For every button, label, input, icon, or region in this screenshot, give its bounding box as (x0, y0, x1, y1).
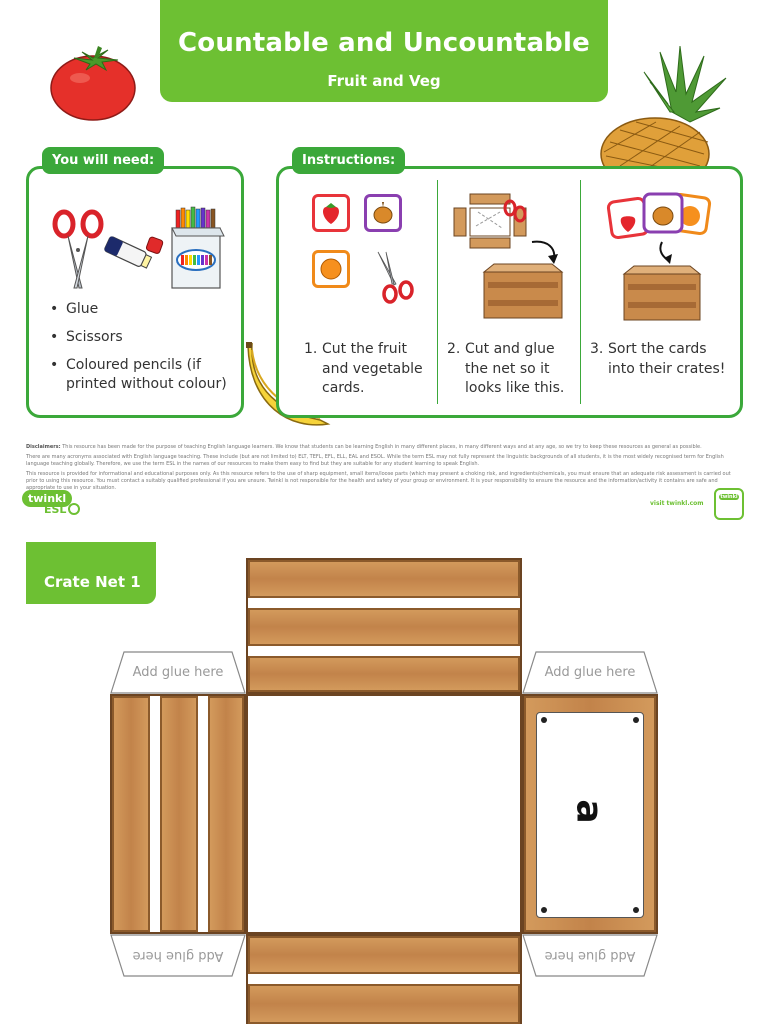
scissors-icon (377, 251, 414, 304)
wood-plank (248, 560, 520, 598)
glue-tab-shape (110, 934, 246, 977)
step-number: 3. (590, 341, 604, 357)
glue-stick-icon (104, 236, 164, 269)
crate-bottom-panel (246, 934, 522, 1024)
glue-tab-top-right: Add glue here (544, 664, 636, 680)
disclaimer-heading: Disclaimers: (26, 444, 61, 450)
wood-plank (248, 656, 520, 692)
step-text: Cut and glue the net so it looks like th… (465, 341, 565, 397)
needed-items-list: Glue Scissors Coloured pencils (if print… (50, 300, 230, 403)
onion-icon (373, 202, 393, 224)
glue-tab-bottom-left: Add glue here (132, 948, 224, 964)
you-will-need-label: You will need: (42, 147, 165, 174)
glue-tab-shape (522, 934, 658, 977)
step-number: 2. (447, 341, 461, 357)
disclaimer: Disclaimers: This resource has been made… (26, 444, 744, 492)
glue-tab-shape (110, 651, 246, 694)
disclaimer-text: This resource is provided for informatio… (26, 471, 731, 491)
strawberry-card (312, 194, 350, 232)
logo-subtext: ESL (44, 503, 67, 516)
pin-icon (633, 907, 639, 913)
coloured-pencils-icon (171, 206, 225, 289)
pin-icon (541, 907, 547, 913)
step-2: 2. Cut and glue the net so it looks like… (447, 340, 575, 399)
cards-into-crate-icon (606, 192, 712, 321)
onion-card (364, 194, 402, 232)
list-item: Glue (50, 300, 230, 319)
crate-top-panel (246, 558, 522, 694)
step-1: 1. Cut the fruit and vegetable cards. (304, 340, 432, 399)
wood-plank (248, 608, 520, 646)
visit-link[interactable]: visit twinkl.com (650, 500, 704, 507)
twinkl-esl-logo: twinkl ESL (22, 490, 82, 518)
page-title: Countable and Uncountable (178, 28, 590, 58)
crate-base-panel (246, 694, 522, 934)
strawberry-icon (323, 203, 339, 224)
wood-plank (208, 696, 244, 932)
step-text: Sort the cards into their crates! (608, 341, 726, 377)
instructions-label: Instructions: (292, 147, 406, 174)
badge-text: twinkl (719, 494, 739, 500)
logo-mark-icon (68, 503, 80, 515)
page-subtitle: Fruit and Veg (327, 72, 441, 90)
wood-plank (248, 936, 520, 974)
wood-plank (160, 696, 198, 932)
glue-tab-shape (522, 651, 658, 694)
crate-label-card: a (536, 712, 644, 918)
title-banner: Countable and Uncountable Fruit and Veg (160, 0, 608, 102)
list-item: Coloured pencils (if printed without col… (50, 356, 230, 394)
step-3: 3. Sort the cards into their crates! (590, 340, 730, 379)
wood-plank (112, 696, 150, 932)
list-item: Scissors (50, 328, 230, 347)
pin-icon (541, 717, 547, 723)
glue-tab-bottom-right: Add glue here (544, 948, 636, 964)
card-letter: a (568, 799, 610, 824)
logo-text: twinkl (22, 490, 73, 507)
crate-left-panel (110, 694, 246, 934)
disclaimer-text: This resource has been made for the purp… (62, 444, 702, 450)
tomato-icon (50, 46, 136, 121)
step-number: 1. (304, 341, 318, 357)
orange-card (312, 250, 350, 288)
orange-icon (320, 258, 342, 280)
pineapple-icon (600, 45, 727, 167)
step-divider (437, 180, 438, 404)
scissors-icon (52, 209, 104, 289)
pin-icon (633, 717, 639, 723)
step-text: Cut the fruit and vegetable cards. (322, 341, 423, 397)
quality-badge: twinkl (714, 488, 744, 520)
wood-plank (248, 984, 520, 1024)
glue-tab-top-left: Add glue here (132, 664, 224, 680)
crate-net-label: Crate Net 1 (26, 542, 156, 604)
crate-right-panel: a (522, 694, 658, 934)
step-divider (580, 180, 581, 404)
crate-net-diagram-icon (453, 193, 564, 319)
disclaimer-text: There are many acronyms associated with … (26, 454, 724, 467)
